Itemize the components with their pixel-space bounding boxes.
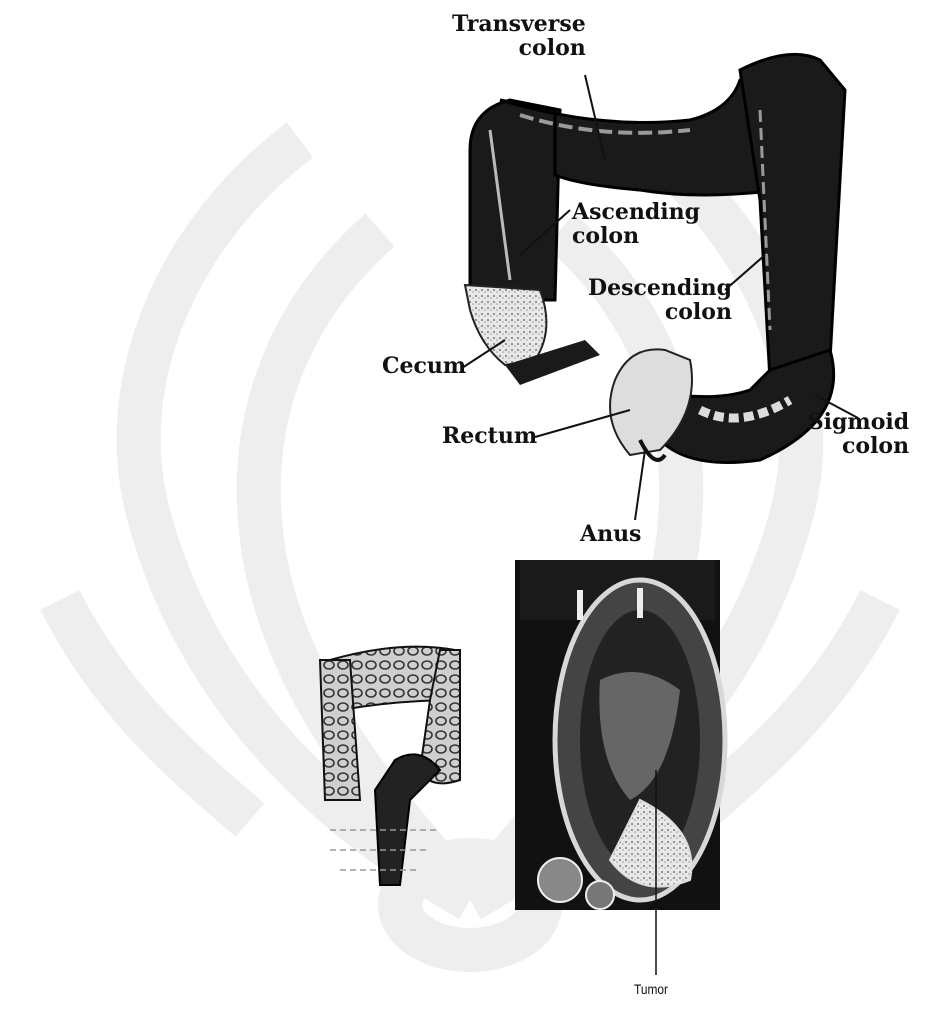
label-transverse-line2: colon [452,36,586,60]
label-sigmoid-line2: colon [806,434,909,458]
label-ascending-colon: Ascending colon [572,200,700,248]
label-descending-line1: Descending [588,276,732,300]
cecum-shape [465,285,546,365]
label-sigmoid-line1: Sigmoid [806,410,909,434]
label-tumor: Tumor [634,977,668,1001]
label-ascending-line1: Ascending [572,200,700,224]
label-sigmoid-colon: Sigmoid colon [806,410,909,458]
colon-illustration [465,54,845,462]
ascending-colon-shape [470,100,560,300]
label-cecum: Cecum [382,354,466,378]
label-anus: Anus [580,522,641,546]
descending-colon-shape [740,54,845,380]
label-descending-line2: colon [588,300,732,324]
label-transverse-colon: Transverse colon [452,12,586,60]
label-ascending-line2: colon [572,224,700,248]
label-rectum: Rectum [442,424,537,448]
label-transverse-line1: Transverse [452,12,586,36]
label-descending-colon: Descending colon [588,276,732,324]
